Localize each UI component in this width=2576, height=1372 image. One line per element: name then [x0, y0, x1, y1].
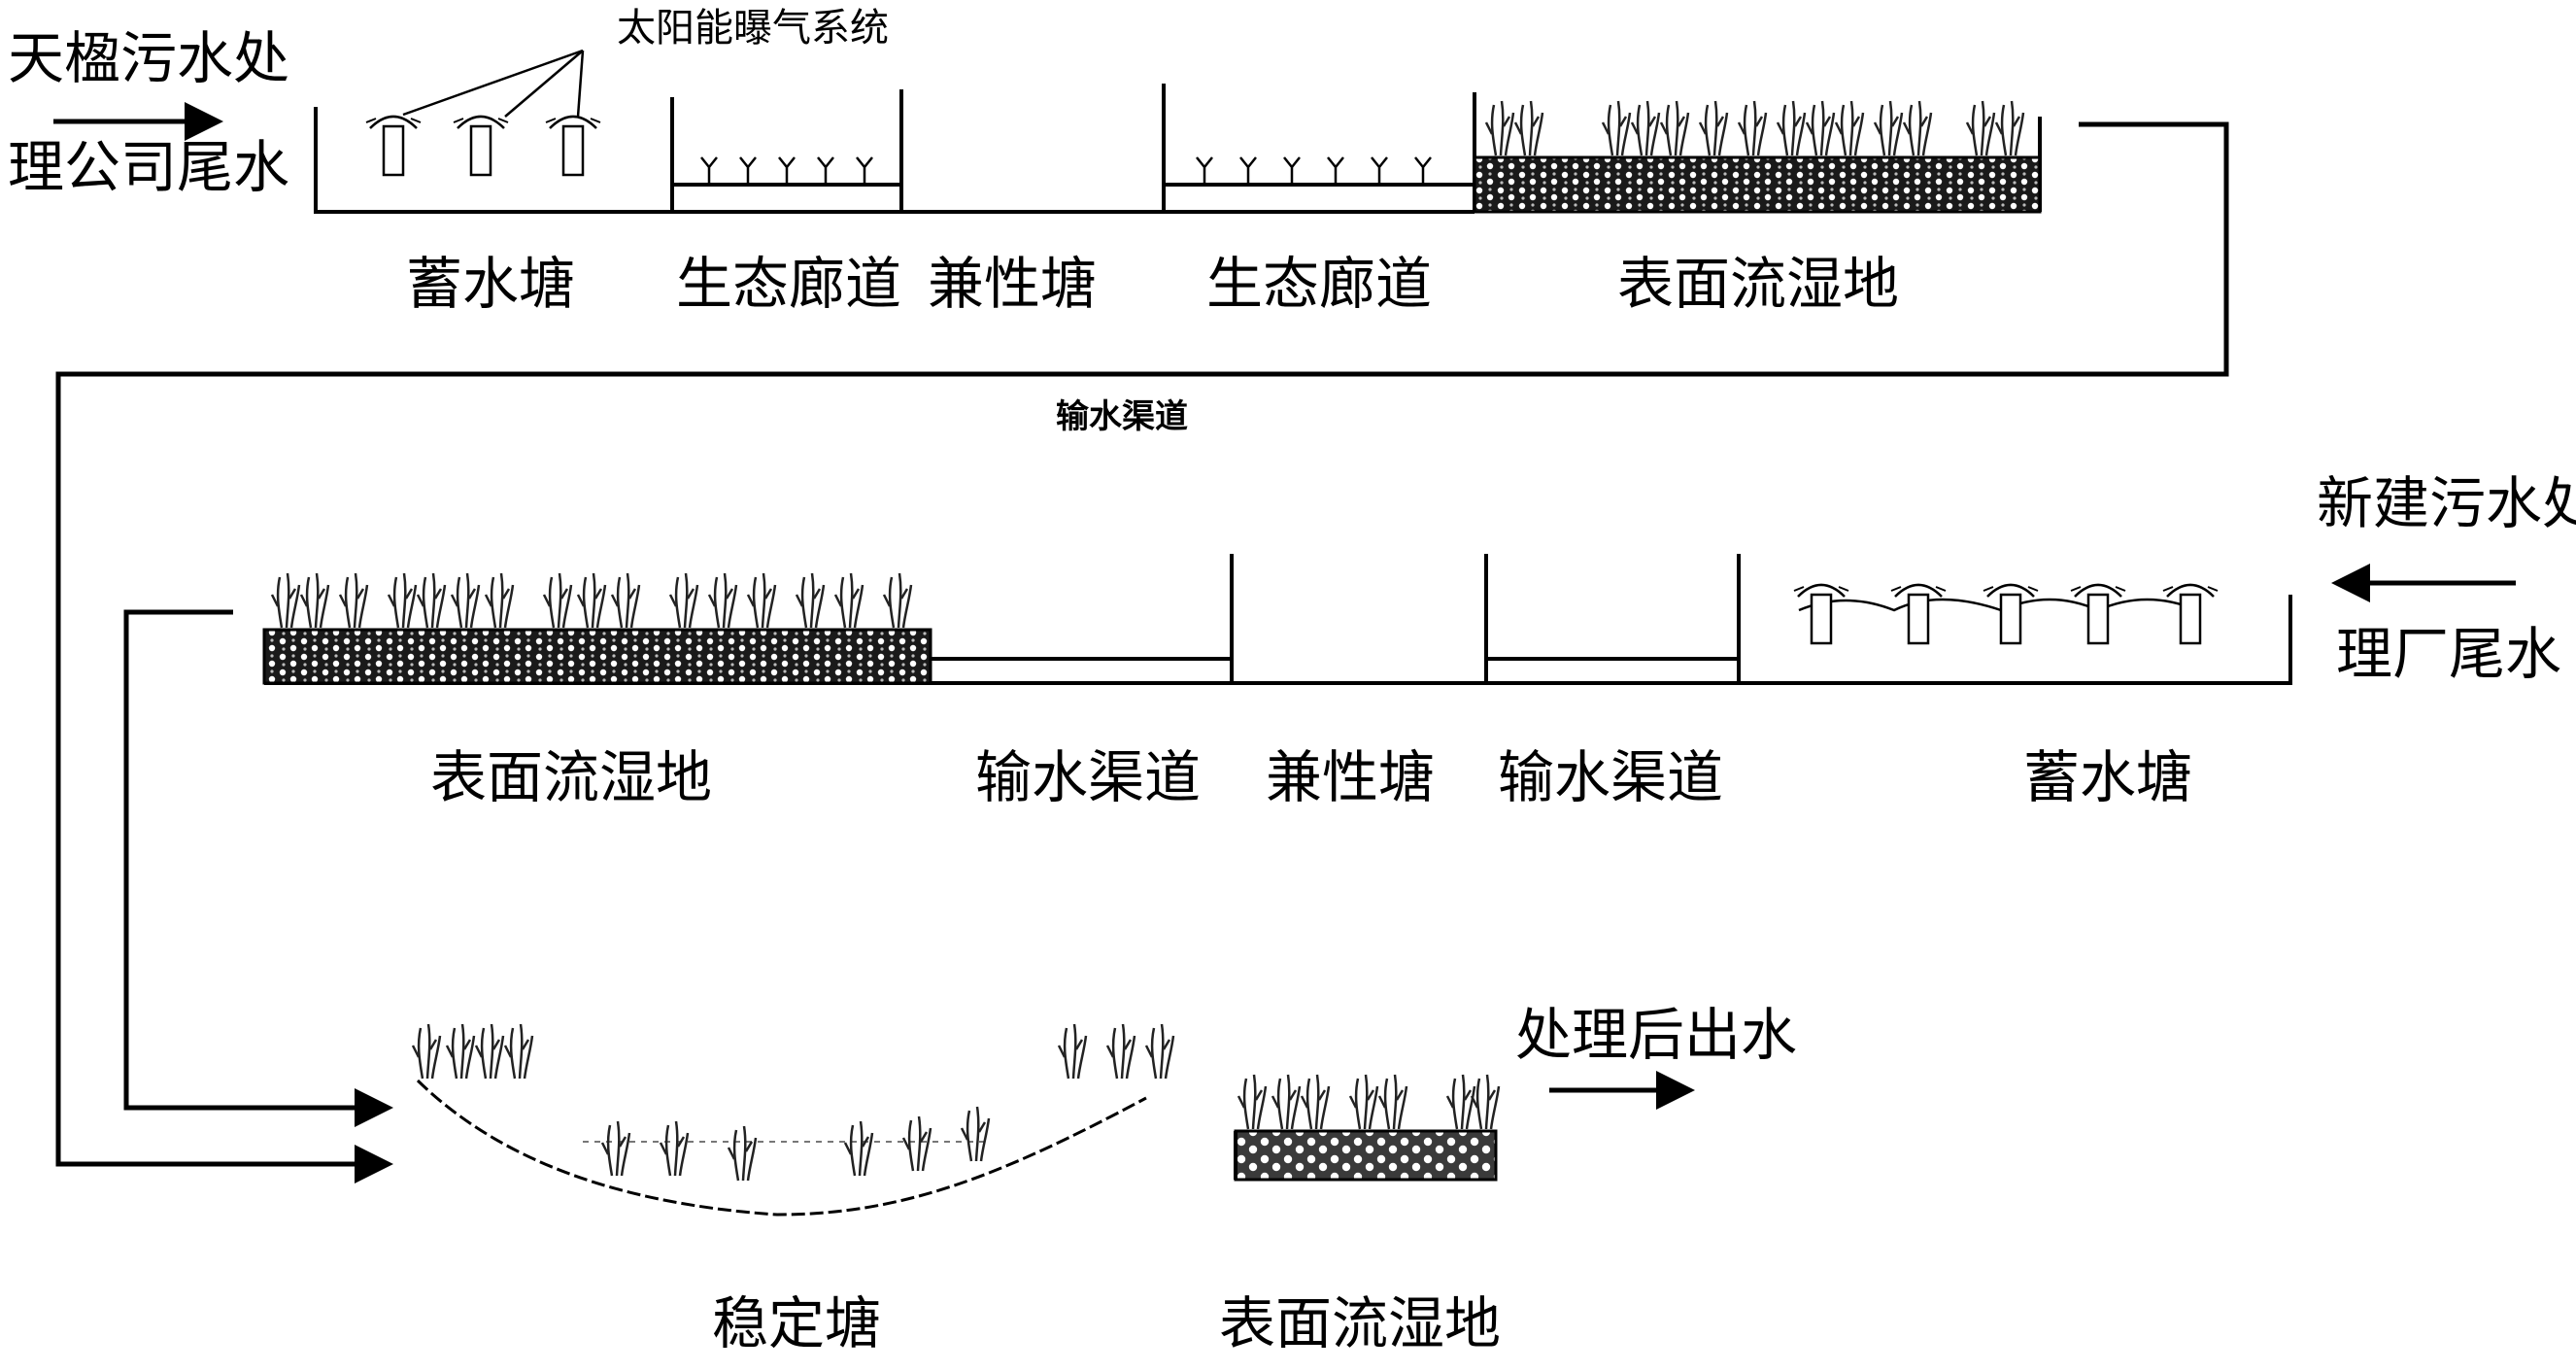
- aerator-icon: [1889, 583, 1948, 645]
- aerator-icon: [2161, 583, 2220, 645]
- top-source-label-line1: 天楹污水处: [8, 25, 289, 91]
- middle-stage-label: 兼性塘: [1266, 744, 1435, 810]
- bottom-stage-label: 稳定塘: [712, 1290, 881, 1356]
- outflow: 处理后出水: [1515, 1002, 1797, 1110]
- middle-stage-label: 表面流湿地: [430, 744, 712, 810]
- middle-stage-label: 输水渠道: [975, 744, 1201, 810]
- top-source-label-line2: 理公司尾水: [8, 134, 289, 200]
- top-eco-corridor-2: [1164, 155, 1474, 187]
- top-stage-label: 兼性塘: [928, 251, 1097, 317]
- top-surface-flow-wetland: [1473, 99, 2042, 214]
- aerator-icon: [1982, 583, 2040, 645]
- aerator-icon: [544, 115, 602, 177]
- top-stage-label: 生态廊道: [676, 251, 901, 317]
- middle-source-label-line2: 理厂尾水: [2336, 621, 2561, 687]
- middle-stage-label: 蓄水塘: [2023, 744, 2192, 810]
- top-eco-corridor-1: [672, 155, 901, 187]
- middle-surface-flow-wetland: [262, 571, 932, 685]
- bottom-stage-labels: 稳定塘 表面流湿地: [712, 1290, 1501, 1356]
- top-source: 天楹污水处 理公司尾水: [8, 25, 289, 200]
- canal-label: 输水渠道: [1056, 397, 1188, 436]
- solar-aeration-label: 太阳能曝气系统: [617, 6, 889, 51]
- middle-stage-label: 输水渠道: [1498, 744, 1723, 810]
- top-pond-walls: [314, 84, 2042, 214]
- middle-pond-walls: [264, 554, 2292, 685]
- middle-to-bottom-connector: [123, 609, 393, 1127]
- aerator-icon: [2069, 583, 2127, 645]
- aerator-icon: [1792, 583, 1850, 645]
- middle-source: 新建污水处 理厂尾水: [2317, 470, 2576, 687]
- bottom-surface-flow-wetland: [1234, 1073, 1501, 1182]
- bottom-stage-label: 表面流湿地: [1219, 1290, 1501, 1356]
- top-stage-label: 蓄水塘: [406, 251, 575, 317]
- stabilization-pond: [411, 1022, 1175, 1217]
- conveyance-canal-connector: 输水渠道: [55, 121, 2229, 1183]
- aerator-icon: [452, 115, 510, 177]
- middle-aerators: [1792, 583, 2220, 645]
- outflow-label: 处理后出水: [1515, 1002, 1797, 1068]
- top-stage-label: 表面流湿地: [1617, 251, 1899, 317]
- top-stage-label: 生态廊道: [1206, 251, 1432, 317]
- middle-stage-labels: 表面流湿地 输水渠道 兼性塘 输水渠道 蓄水塘: [430, 744, 2192, 810]
- aerator-icon: [364, 115, 423, 177]
- top-stage-labels: 蓄水塘 生态廊道 兼性塘 生态廊道 表面流湿地: [406, 251, 1899, 317]
- solar-aeration-system: 太阳能曝气系统: [364, 6, 889, 177]
- middle-source-label-line1: 新建污水处: [2317, 470, 2576, 536]
